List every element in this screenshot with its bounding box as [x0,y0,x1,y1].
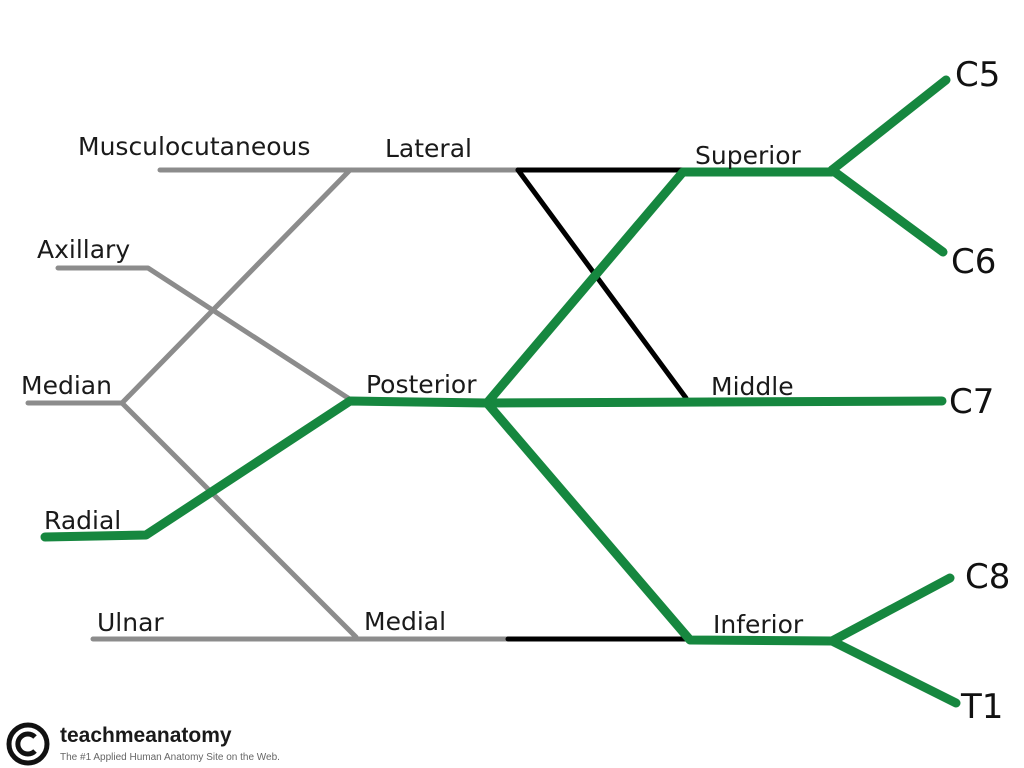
label-axillary: Axillary [37,235,130,264]
t1-root-line [827,636,961,708]
label-middle: Middle [711,372,794,401]
radial-line [40,396,492,542]
label-root-c5: C5 [955,55,1000,95]
c5-root-line [827,75,951,175]
superior-trunk-line [482,167,837,408]
label-root-c8: C8 [965,557,1010,597]
radial-nerve-pathway [40,75,961,708]
label-posterior: Posterior [366,370,477,399]
c7-middle-trunk-line [482,396,947,408]
label-median: Median [21,371,112,400]
terminal-branch-lines [25,167,521,642]
medial-to-median-line [119,400,359,640]
label-ulnar: Ulnar [97,608,164,637]
label-superior: Superior [695,141,801,170]
label-radial: Radial [44,506,121,535]
label-musculocutaneous: Musculocutaneous [78,132,310,161]
label-medial: Medial [364,607,446,636]
label-root-c6: C6 [951,242,996,282]
c8-root-line [827,573,955,646]
brand-watermark: teachmeanatomy The #1 Applied Human Anat… [6,720,346,766]
label-lateral: Lateral [385,134,472,163]
diagram-labels: Musculocutaneous Lateral Superior Axilla… [21,55,1010,727]
posterior-to-inferior-line [482,398,837,646]
brand-name: teachmeanatomy [60,724,232,747]
lateral-to-median-line [119,167,353,406]
axillary-line [55,265,351,401]
label-root-t1: T1 [960,687,1003,727]
brand-tagline: The #1 Applied Human Anatomy Site on the… [60,752,280,763]
label-inferior: Inferior [713,610,804,639]
label-root-c7: C7 [949,382,994,422]
lateral-to-middle-line [515,167,689,401]
c6-root-line [827,165,948,257]
copyright-icon [6,722,50,766]
division-lines [505,167,693,642]
